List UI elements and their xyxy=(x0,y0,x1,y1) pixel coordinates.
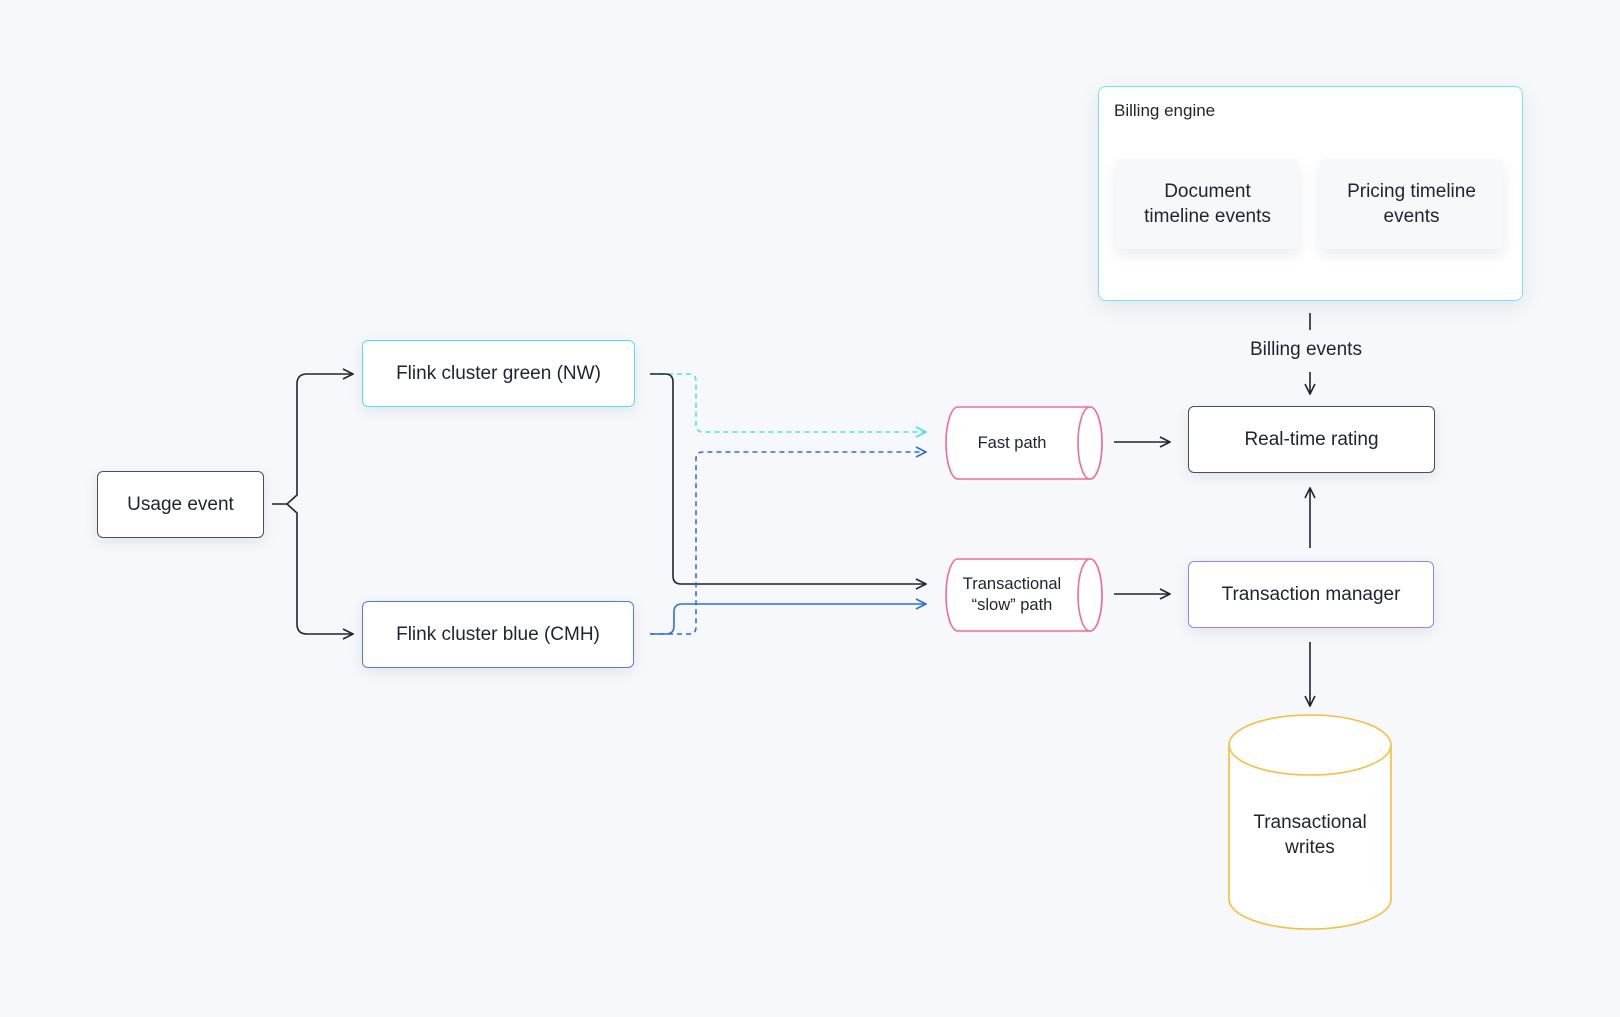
billing-engine-title: Billing engine xyxy=(1114,101,1216,120)
edge-blue-to-slow-path xyxy=(650,604,926,635)
transactional-writes-label: Transactional writes xyxy=(1253,812,1367,858)
slow-path-cylinder xyxy=(945,558,1103,632)
transactional-writes-cylinder xyxy=(1228,714,1392,930)
fork-usage-to-flink-blue xyxy=(286,503,353,634)
slow-path-label: Transactional “slow” path xyxy=(962,575,1062,614)
flink-cluster-blue-node: Flink cluster blue (CMH) xyxy=(362,601,634,668)
edge-green-to-fast-path xyxy=(650,373,926,432)
fork-usage-to-flink xyxy=(272,374,353,505)
document-timeline-events-card: Document timeline events xyxy=(1116,159,1299,249)
edge-blue-to-fast-path xyxy=(650,452,926,635)
fast-path-label: Fast path xyxy=(977,433,1047,452)
transaction-manager-node: Transaction manager xyxy=(1188,561,1434,628)
edge-green-to-slow-path xyxy=(650,373,926,584)
pricing-timeline-events-card: Pricing timeline events xyxy=(1320,159,1503,249)
billing-events-label: Billing events xyxy=(1250,339,1362,361)
usage-event-node: Usage event xyxy=(97,471,264,538)
flink-cluster-green-node: Flink cluster green (NW) xyxy=(362,340,635,407)
billing-engine-panel: Billing engine Document timeline events … xyxy=(1098,86,1523,301)
fast-path-cylinder xyxy=(945,406,1103,480)
real-time-rating-node: Real-time rating xyxy=(1188,406,1435,473)
